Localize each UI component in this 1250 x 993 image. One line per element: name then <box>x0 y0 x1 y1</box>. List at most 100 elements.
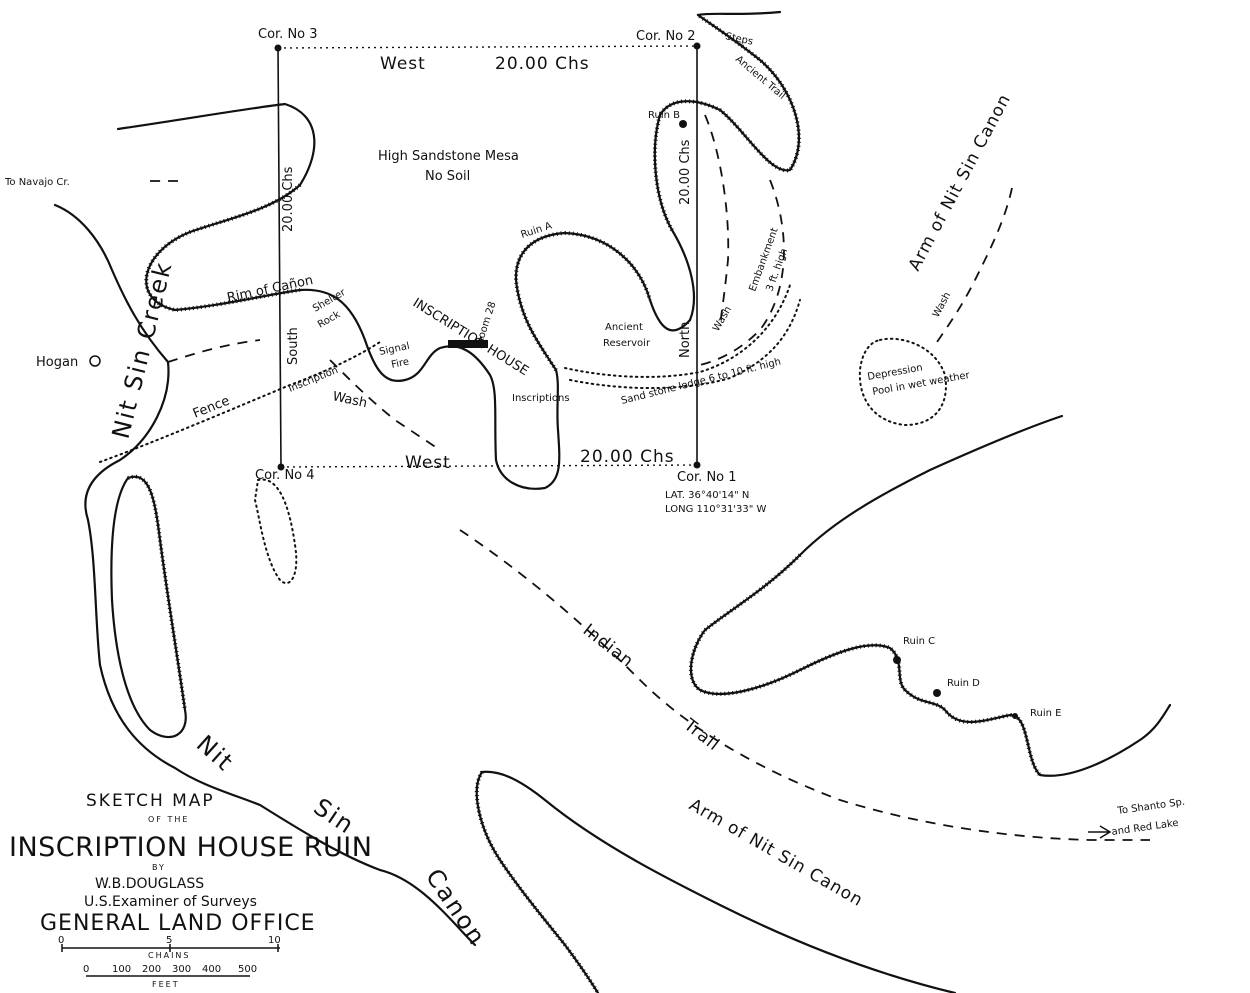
rim-right-arm <box>689 414 1172 777</box>
upper-arm-wash-label: Wash <box>931 290 953 319</box>
fence-to-hogan <box>167 339 261 363</box>
title-line-3: INSCRIPTION HOUSE RUIN <box>9 832 372 863</box>
feet-tick-300: 300 <box>172 964 191 975</box>
ruin-b-marker <box>679 120 687 128</box>
upper-arm-label: Arm of Nit Sin Canon <box>905 91 1015 275</box>
ruin-d-label: Ruin D <box>947 678 980 689</box>
title-line-5: W.B.DOUGLASS <box>95 876 204 892</box>
inscription-house-marker <box>448 340 488 348</box>
corner-marker-3 <box>274 44 282 52</box>
signal-fire-label-1: Signal <box>378 341 410 358</box>
indian-trail-label-1: Indian <box>579 620 637 672</box>
inscriptions-label: Inscriptions <box>512 393 570 404</box>
rim-of-canon-label: Rim of Cañon <box>226 273 315 306</box>
lower-arm-label: Arm of Nit Sin Canon <box>686 795 867 911</box>
title-block: SKETCH MAP OF THE INSCRIPTION HOUSE RUIN… <box>9 791 372 936</box>
title-line-2: OF THE <box>148 815 189 824</box>
inscription-label: Inscription <box>287 365 340 395</box>
feet-tick-0: 0 <box>83 964 89 975</box>
wash-line-left <box>329 359 441 451</box>
ruin-e-label: Ruin E <box>1030 708 1061 719</box>
to-shanto-label-2: and Red Lake <box>1111 818 1179 838</box>
longitude-label: LONG 110°31'33" W <box>665 504 767 515</box>
ruin-c-label: Ruin C <box>903 636 935 647</box>
title-line-7: GENERAL LAND OFFICE <box>40 911 316 936</box>
trails-and-features <box>99 114 1150 841</box>
sandstone-ledge-line-2 <box>569 299 801 390</box>
top-direction-label: West <box>380 54 426 74</box>
indian-trail-line <box>459 529 1150 841</box>
ruin-markers <box>89 120 1018 719</box>
ruin-d-marker <box>933 689 941 697</box>
signal-fire-label-2: Fire <box>390 356 410 370</box>
boundary-top-line <box>277 45 698 49</box>
rim-island-left-hatch <box>127 474 187 711</box>
fence-line <box>99 341 381 463</box>
hogan-label: Hogan <box>36 355 78 370</box>
rim-lower-arm-hatch <box>474 770 600 993</box>
right-direction-label: North <box>678 322 693 358</box>
embankment-line <box>699 179 785 366</box>
rim-ruin-b-hatch <box>652 13 801 231</box>
shanto-arrow <box>1088 825 1112 839</box>
right-distance-label: 20.00 Chs <box>678 139 693 205</box>
corner-marker-4 <box>277 463 285 471</box>
inscription-house-label: INSCRIPTION HOUSE <box>410 296 531 379</box>
rim-lower-arm <box>480 770 957 993</box>
latitude-label: LAT. 36°40'14" N <box>665 490 749 501</box>
rim-ruin-a-hatch <box>513 230 652 372</box>
ancient-reservoir-label-1: Ancient <box>605 322 643 333</box>
room-28-label: Room 28 <box>474 300 498 346</box>
corner-marker-1 <box>693 461 701 469</box>
chains-tick-10: 10 <box>268 935 281 946</box>
indian-trail-label-2: Trail <box>679 715 723 756</box>
wash-label-north: Wash <box>711 305 734 334</box>
feet-label: FEET <box>152 980 180 989</box>
rim-upper-left <box>116 102 561 490</box>
rim-right-arm-hatch <box>688 553 1042 777</box>
hogan-marker <box>89 355 101 367</box>
left-distance-label: 20.00 Chs <box>281 166 296 232</box>
creek-bank <box>53 203 477 947</box>
corner-marker-2 <box>693 42 701 50</box>
wash-label-left: Wash <box>331 389 368 411</box>
feet-tick-100: 100 <box>112 964 131 975</box>
corner-4-label: Cor. No 4 <box>255 468 315 483</box>
upper-arm-wash <box>934 187 1013 346</box>
bottom-distance-label: 20.00 Chs <box>580 447 675 467</box>
chains-label: CHAINS <box>148 951 191 960</box>
feet-tick-400: 400 <box>202 964 221 975</box>
ruin-c-marker <box>893 656 901 664</box>
title-line-6: U.S.Examiner of Surveys <box>84 894 257 910</box>
ruin-b-label: Ruin B <box>648 110 680 121</box>
boundary-left-line <box>277 47 282 468</box>
rim-top-right <box>696 10 782 17</box>
to-navajo-label: To Navajo Cr. <box>4 177 70 188</box>
top-distance-label: 20.00 Chs <box>495 54 590 74</box>
feet-tick-200: 200 <box>142 964 161 975</box>
canyon-rims <box>53 10 1172 993</box>
chains-tick-0: 0 <box>58 935 64 946</box>
mesa-label-1: High Sandstone Mesa <box>378 149 519 164</box>
left-direction-label: South <box>286 327 301 365</box>
depression-outline <box>858 337 947 427</box>
ruin-a-label: Ruin A <box>520 220 554 240</box>
bottom-direction-label: West <box>405 453 451 473</box>
ancient-reservoir-label-2: Reservoir <box>603 338 651 349</box>
chains-tick-5: 5 <box>166 935 172 946</box>
title-line-1: SKETCH MAP <box>86 791 215 811</box>
feet-tick-500: 500 <box>238 964 257 975</box>
survey-boundary <box>274 42 701 471</box>
fence-label: Fence <box>191 394 232 422</box>
mesa-label-2: No Soil <box>425 169 470 184</box>
nit-sin-canon-label-1: Nit <box>191 730 239 778</box>
ruin-e-marker <box>1012 713 1018 719</box>
scale-bar: 0 5 10 CHAINS 0 100 200 300 400 500 FEET <box>58 935 281 989</box>
rim-island-left <box>110 475 187 739</box>
to-shanto-label-1: To Shanto Sp. <box>1116 797 1186 817</box>
nit-sin-creek-label: Nit Sin Creek <box>107 258 178 441</box>
rim-lower-arm-inner <box>475 770 600 993</box>
corner-3-label: Cor. No 3 <box>258 27 318 42</box>
nit-sin-canon-label-3: Canon <box>420 864 492 951</box>
